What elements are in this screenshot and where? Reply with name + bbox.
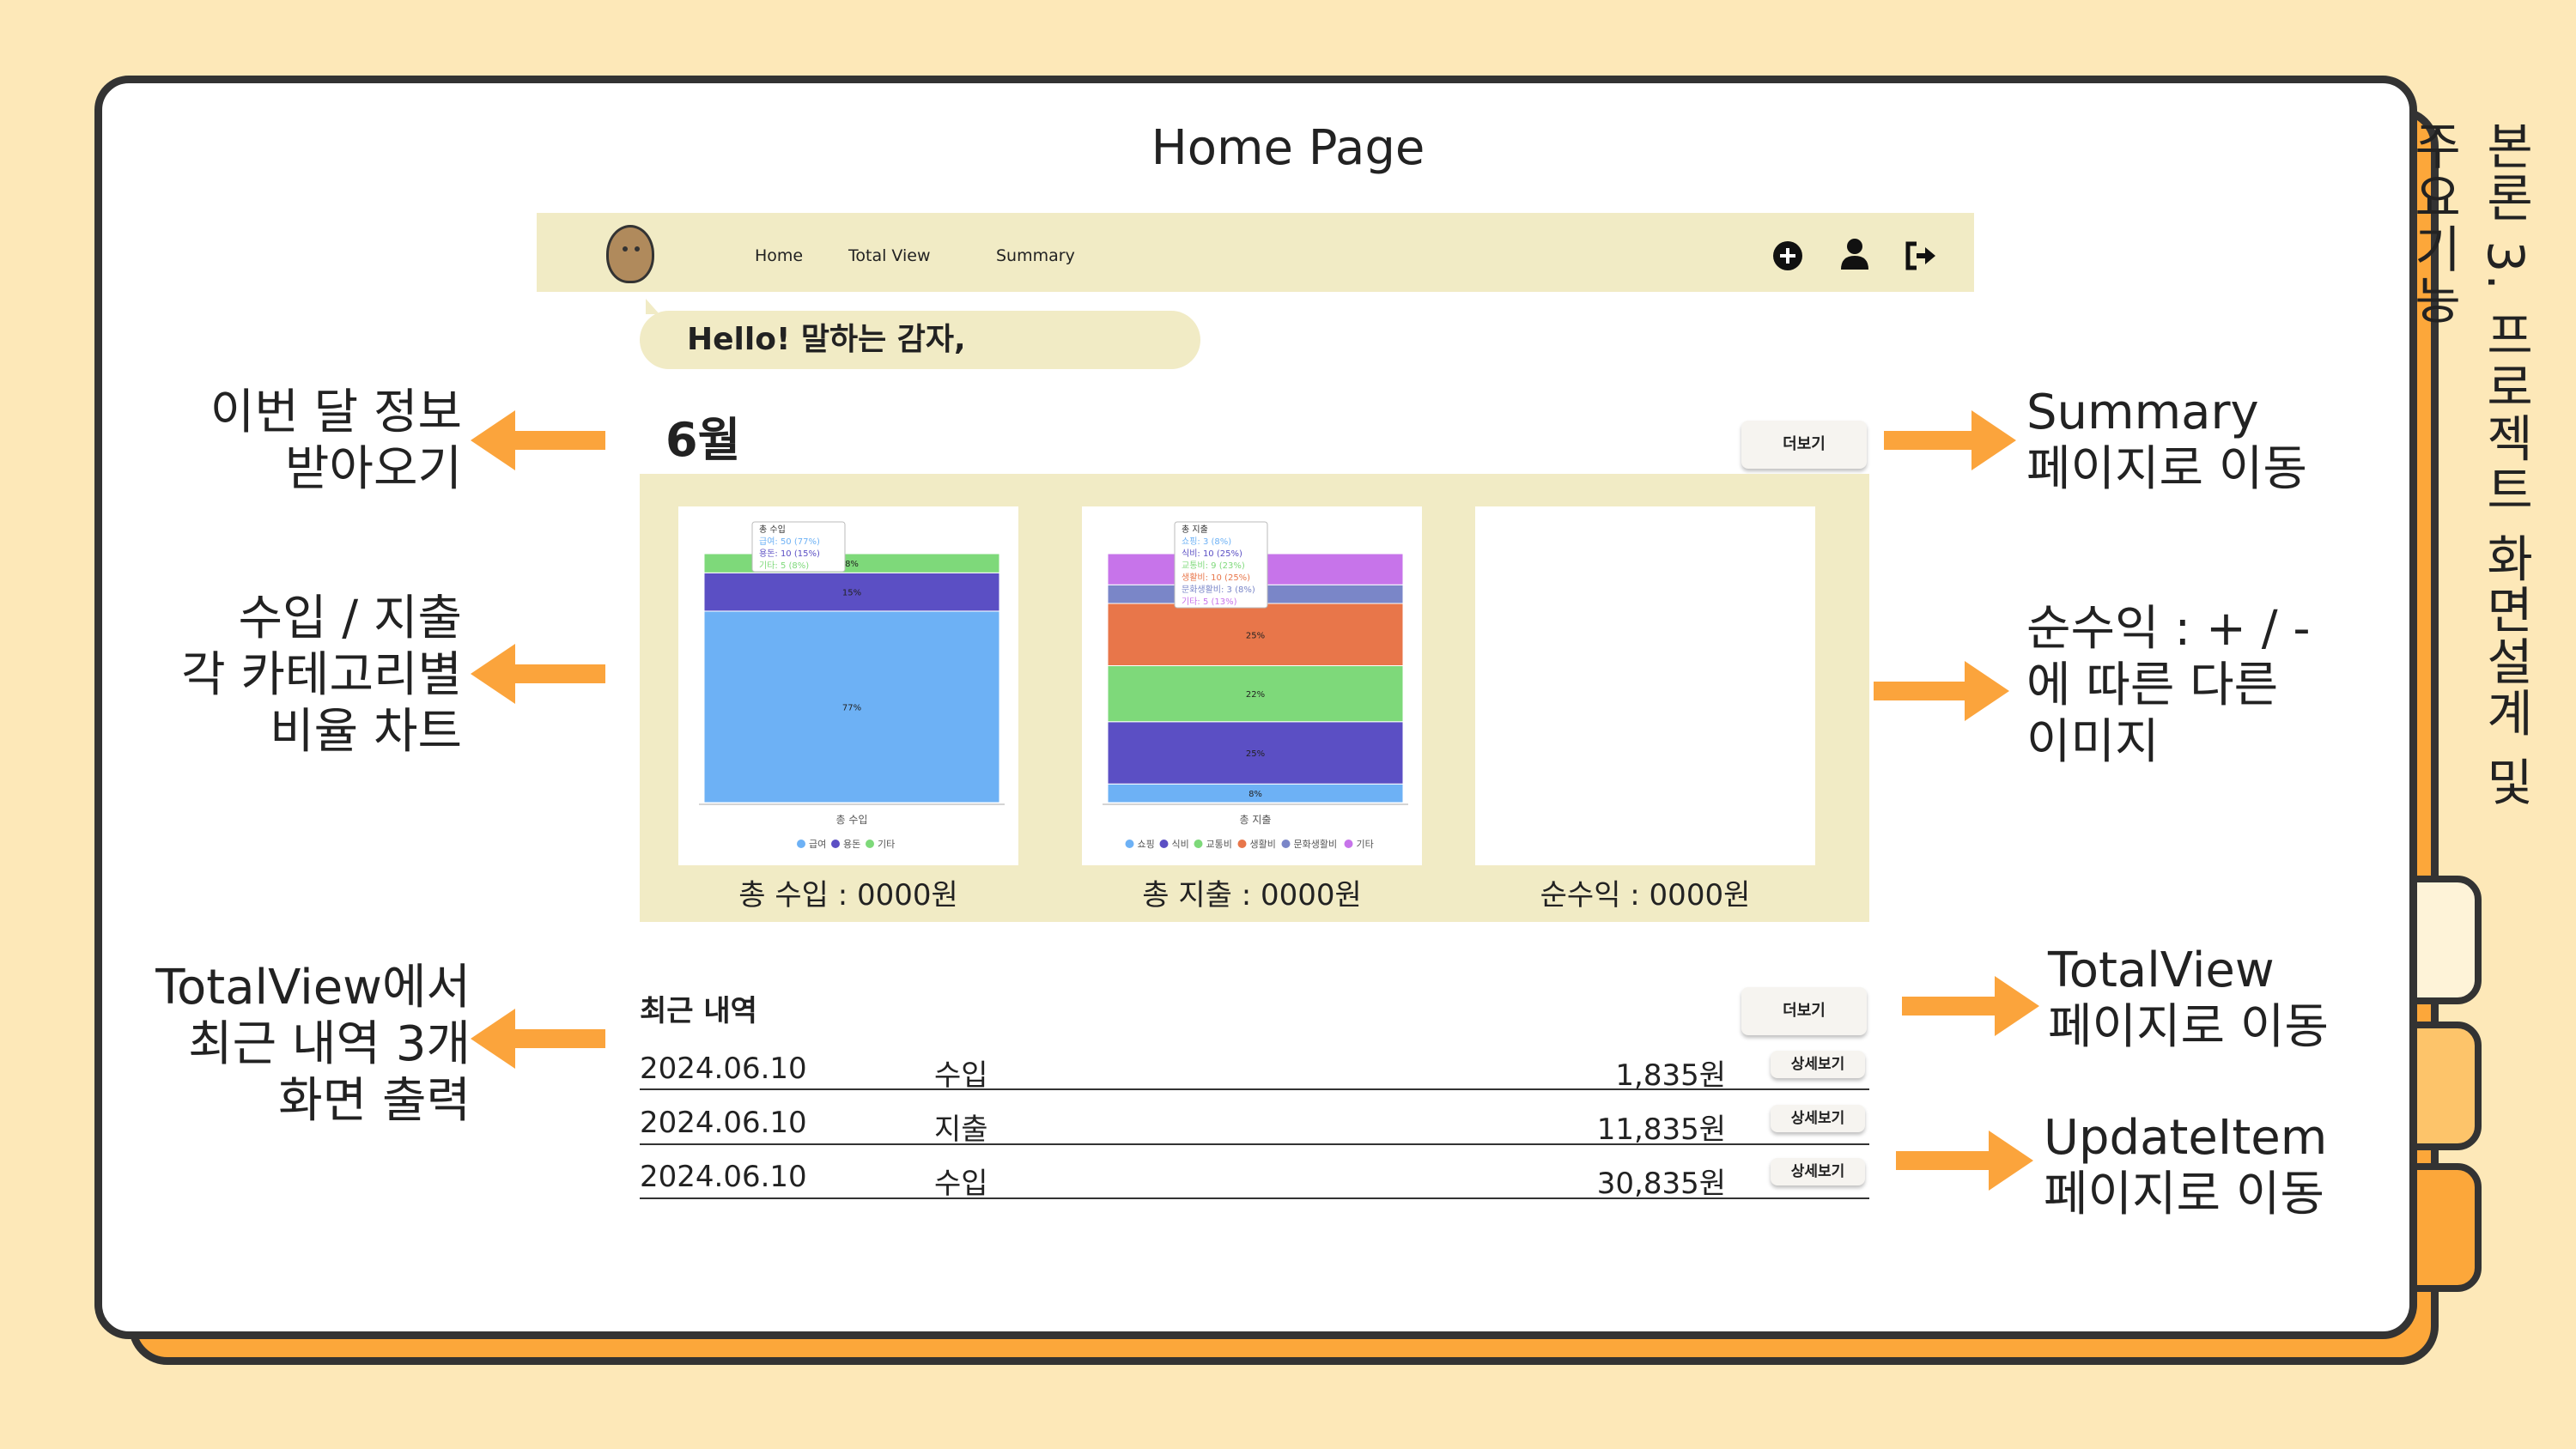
arrow-right-2 — [1874, 661, 2009, 721]
arrow-left-2 — [471, 644, 605, 704]
bar-label-1: 15% — [842, 589, 861, 598]
arrow-left-1 — [471, 410, 605, 470]
bar-label-1: 25% — [1246, 749, 1265, 759]
tooltip-title: 총 지출 — [1182, 524, 1208, 535]
legend-label-3: 생활비 — [1250, 838, 1276, 850]
row-amount: 30,835원 — [1596, 1167, 1726, 1201]
arrow-right-4 — [1896, 1131, 2033, 1191]
row-amount: 1,835원 — [1615, 1058, 1726, 1093]
x-label: 총 수입 — [836, 814, 868, 826]
nav-home[interactable]: Home — [755, 246, 804, 265]
tooltip-line-1: 식비: 10 (25%) — [1182, 549, 1242, 559]
legend-label-5: 기타 — [1357, 839, 1374, 850]
row-type: 수입 — [934, 1058, 988, 1093]
bubble-tail — [646, 299, 659, 314]
row-divider — [640, 1088, 1869, 1090]
tooltip-line-2: 기타: 5 (8%) — [759, 561, 809, 571]
nav-total-view[interactable]: Total View — [848, 246, 931, 265]
expense-total: 총 지출 : 0000원 — [1142, 878, 1362, 912]
month-label: 6월 — [665, 413, 741, 467]
bar-label-2: 8% — [845, 560, 859, 569]
plus-circle-icon[interactable] — [1772, 240, 1803, 271]
greeting-bubble: Hello! 말하는 감자, — [640, 311, 1200, 369]
nav-summary[interactable]: Summary — [996, 246, 1075, 265]
app-navbar — [537, 213, 1974, 292]
legend-label-1: 식비 — [1172, 839, 1189, 850]
tooltip-line-2: 교통비: 9 (23%) — [1182, 561, 1245, 571]
x-label: 총 지출 — [1240, 814, 1272, 826]
logout-icon[interactable] — [1905, 240, 1939, 271]
legend-dot-1 — [831, 840, 840, 848]
detail-button[interactable]: 상세보기 — [1771, 1105, 1865, 1132]
legend-dot-0 — [797, 840, 805, 848]
bar-label-0: 77% — [842, 703, 861, 712]
row-type: 지출 — [934, 1113, 988, 1147]
legend-dot-0 — [1125, 840, 1134, 848]
tooltip-title: 총 수입 — [759, 524, 786, 535]
legend-dot-2 — [866, 840, 874, 848]
row-amount: 11,835원 — [1596, 1113, 1726, 1147]
row-divider — [640, 1197, 1869, 1199]
legend-label-4: 문화생활비 — [1294, 838, 1338, 850]
legend-label-0: 쇼핑 — [1138, 839, 1155, 850]
income-total: 총 수입 : 0000원 — [738, 878, 958, 912]
legend-dot-4 — [1281, 840, 1291, 848]
tooltip-box — [1174, 521, 1268, 609]
legend-label-2: 교통비 — [1206, 839, 1232, 850]
summary-more-button[interactable]: 더보기 — [1741, 421, 1867, 469]
row-date: 2024.06.10 — [640, 1106, 807, 1140]
legend-label-1: 용돈 — [843, 839, 860, 850]
tooltip-line-3: 생활비: 10 (25%) — [1182, 572, 1250, 583]
row-type: 수입 — [934, 1167, 988, 1201]
potato-logo[interactable] — [606, 225, 654, 283]
tooltip-line-0: 쇼핑: 3 (8%) — [1182, 537, 1231, 547]
bar-label-3: 25% — [1246, 631, 1265, 640]
arrow-right-3 — [1902, 976, 2039, 1036]
bar-label-2: 22% — [1246, 690, 1265, 700]
tooltip-line-4: 문화생활비: 3 (8%) — [1182, 584, 1255, 595]
recent-title: 최근 내역 — [640, 994, 757, 1028]
row-divider — [640, 1143, 1869, 1145]
legend-dot-1 — [1159, 840, 1169, 848]
tooltip-line-1: 용돈: 10 (15%) — [759, 549, 820, 559]
user-icon[interactable] — [1839, 237, 1870, 271]
bar-segment-1 — [1107, 721, 1404, 785]
legend-dot-2 — [1194, 840, 1203, 848]
page-title: Home Page — [1151, 120, 1425, 176]
legend-dot-5 — [1344, 840, 1353, 848]
tooltip-box — [751, 521, 846, 573]
detail-button[interactable]: 상세보기 — [1771, 1051, 1865, 1078]
arrow-left-3 — [471, 1009, 605, 1069]
bar-segment-0 — [703, 610, 1000, 803]
legend-label-2: 기타 — [878, 839, 895, 850]
detail-button[interactable]: 상세보기 — [1771, 1158, 1865, 1185]
net-profit-total: 순수익 : 0000원 — [1540, 878, 1751, 912]
legend-label-0: 급여 — [809, 839, 826, 850]
bar-segment-1 — [703, 572, 1000, 612]
side-title: 본론 3. 프로젝트 화면설계 및 주요기능 — [2404, 120, 2535, 809]
legend-dot-3 — [1237, 840, 1247, 848]
net-profit-image — [1475, 506, 1815, 865]
bar-label-0: 8% — [1249, 790, 1262, 799]
row-date: 2024.06.10 — [640, 1160, 807, 1194]
tooltip-line-0: 급여: 50 (77%) — [759, 537, 820, 547]
row-date: 2024.06.10 — [640, 1052, 807, 1086]
arrow-right-1 — [1884, 410, 2016, 470]
totalview-more-button[interactable]: 더보기 — [1741, 987, 1867, 1035]
bar-segment-2 — [1107, 665, 1404, 723]
tooltip-line-5: 기타: 5 (13%) — [1182, 597, 1237, 607]
